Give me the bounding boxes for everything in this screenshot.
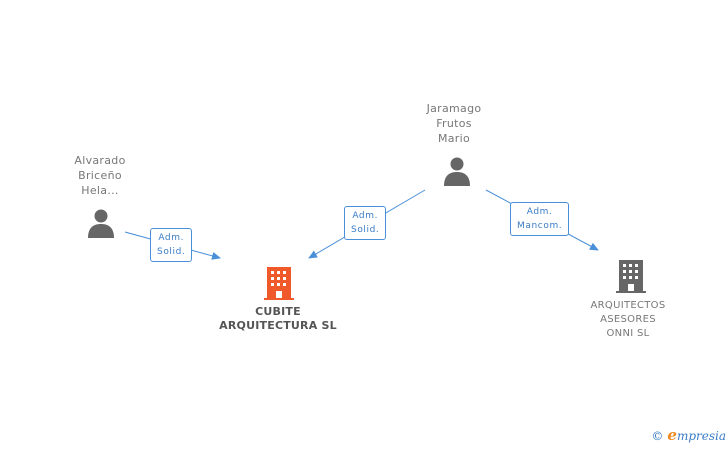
person-name-line: Frutos — [436, 117, 472, 130]
role-line: Adm. — [526, 207, 553, 217]
company-name-line: ONNI SL — [606, 328, 650, 339]
person-name-line: Hela... — [81, 184, 119, 197]
company-name-line: ASESORES — [600, 314, 656, 325]
edge-role-badge: Adm. Solid. — [344, 206, 387, 240]
edge-role-badge: Adm. Solid. — [150, 228, 193, 262]
role-line: Adm. — [352, 211, 379, 221]
role-line: Mancom. — [517, 221, 563, 231]
person-name-alvarado[interactable]: Alvarado Briceño Hela... — [62, 153, 138, 198]
person-name-line: Briceño — [78, 169, 122, 182]
company-name-cubite[interactable]: CUBITE ARQUITECTURA SL — [200, 305, 356, 333]
empresia-watermark: ©empresia — [651, 426, 726, 444]
edge-role-badge: Adm. Mancom. — [510, 202, 570, 236]
building-icon[interactable] — [264, 265, 294, 301]
person-name-line: Alvarado — [74, 154, 126, 167]
company-name-arquitectos[interactable]: ARQUITECTOS ASESORES ONNI SL — [580, 299, 676, 341]
company-name-line: CUBITE — [255, 305, 301, 318]
copyright-symbol: © — [651, 429, 664, 443]
person-name-jaramago[interactable]: Jaramago Frutos Mario — [414, 101, 494, 146]
brand-name: mpresia — [676, 429, 726, 443]
brand-initial: e — [667, 426, 677, 444]
building-icon[interactable] — [616, 258, 646, 294]
role-line: Solid. — [157, 247, 186, 257]
person-name-line: Mario — [437, 132, 471, 145]
person-name-line: Jaramago — [426, 102, 482, 115]
person-icon[interactable] — [442, 156, 472, 186]
role-line: Solid. — [351, 225, 380, 235]
person-icon[interactable] — [86, 208, 116, 238]
company-name-line: ARQUITECTURA SL — [219, 319, 337, 332]
role-line: Adm. — [158, 233, 185, 243]
company-name-line: ARQUITECTOS — [590, 300, 666, 311]
